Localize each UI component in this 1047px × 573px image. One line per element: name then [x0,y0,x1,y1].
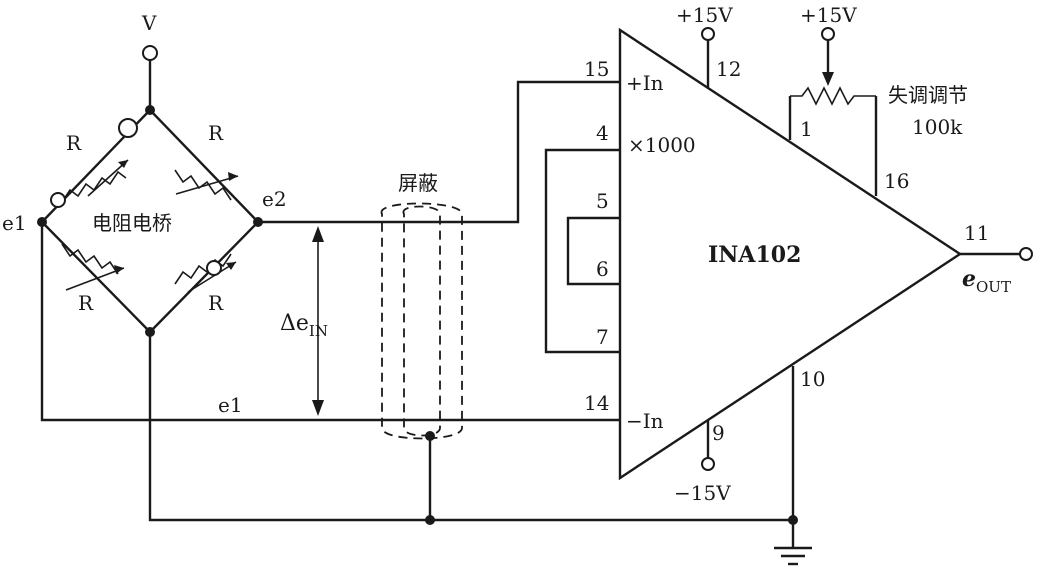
resistor-bottom-right [174,253,232,285]
pin-7: 7 [596,325,609,349]
plus-in-label: +In [626,71,664,95]
diff-arrowhead-up [312,226,324,242]
diff-arrowhead-down [312,400,324,416]
shield-outer [381,202,463,440]
supply-label: V [141,11,157,35]
node-pin10-ground [788,515,798,525]
node-e1-label: e1 [2,211,27,235]
gauge-arrowhead-bl [114,265,124,274]
minus-in-label: −In [626,409,664,433]
node-top [145,105,155,115]
pin-10: 10 [800,367,825,391]
pin-1: 1 [800,117,813,141]
terminal-pin12 [701,27,715,41]
amplifier-name: INA102 [708,242,801,268]
terminal-trim-supply [821,27,835,41]
pin-16: 16 [884,169,909,193]
pin-14: 14 [584,391,609,415]
pin-6: 6 [596,257,609,281]
pin-4: 4 [596,121,609,145]
supply-pin12-label: +15V [676,3,733,27]
gauge-arrow-bl [65,267,125,291]
shield-cable: 屏蔽 [381,171,463,440]
resistor-top-left [61,170,127,203]
gauge-arrowhead-tr [228,172,238,181]
resistor-bottom-left [61,243,119,275]
wire-pin5-pin6 [566,216,620,286]
offset-trim-label: 失调调节 [888,83,968,107]
gain-label: ×1000 [628,133,696,157]
bridge-arm-bottom-right [149,221,259,333]
gauge-arrowhead-br [226,262,236,270]
trim-wiper-arrow [822,72,834,86]
gauge-arrow-tl [87,159,129,197]
bridge-title: 电阻电桥 [92,211,172,235]
gauge-circle-right [206,260,222,276]
bridge-arm-bottom-left [41,221,151,333]
pin-12: 12 [716,57,741,81]
node-shield-ground [425,515,435,525]
supply-terminal [142,45,158,61]
wire-e1-to-minus-in [40,222,620,422]
signal-wiring: e1 [40,80,793,525]
gauge-circle-left [50,192,66,208]
bridge-arm-top-right [149,109,259,223]
terminal-output [1019,247,1033,261]
pin-11: 11 [964,221,989,245]
wheatstone-bridge: V R R R R 电阻电桥 e1 e2 [2,11,287,337]
supply-trim-label: +15V [800,3,857,27]
amplifier-triangle [618,27,963,481]
pin-9: 9 [712,421,725,445]
resistor-label-br: R [208,291,224,315]
wire-ground-return [148,332,793,522]
output-label: eOUT [962,266,1011,296]
trim-pot-resistor [790,86,876,106]
gauge-circle-top [118,118,138,138]
resistor-label-tl: R [66,131,82,155]
pin-15: 15 [584,57,609,81]
offset-trim-value: 100k [912,115,963,139]
resistor-label-bl: R [78,291,94,315]
gauge-arrow-tr [175,175,239,195]
shield-label: 屏蔽 [398,171,438,195]
ina102-amplifier: INA102 +In −In ×1000 15 4 5 6 7 14 +15V … [544,3,1033,566]
resistor-top-right [174,169,232,201]
bottom-wire-label: e1 [218,393,243,417]
diff-input-indicator: ΔeIN [280,226,328,416]
wire-pin4-pin7 [544,148,620,354]
gauge-arrow-br [187,261,237,293]
diff-input-label: ΔeIN [280,311,328,340]
shield-inner [402,205,441,437]
wire-e2-to-plus-in [258,80,620,224]
node-e2-label: e2 [262,187,287,211]
pin-5: 5 [596,189,609,213]
terminal-pin9 [701,457,715,471]
gauge-arrowhead-tl [118,160,128,168]
neg-supply-label: −15V [674,481,731,505]
resistor-label-tr: R [208,121,224,145]
